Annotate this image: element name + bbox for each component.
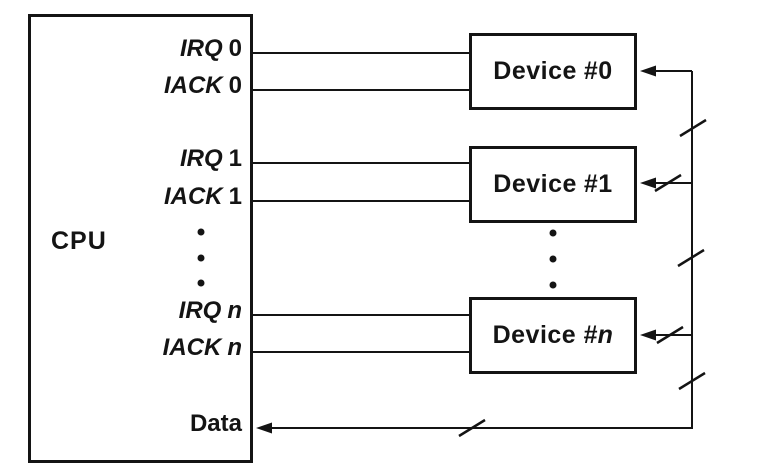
device-1-label-prefix: Device — [493, 170, 577, 198]
irqn-name: IRQ — [178, 297, 222, 324]
iackn-name: IACK — [162, 334, 222, 361]
irq1-name: IRQ — [179, 145, 223, 172]
device-0-label-prefix: Device — [493, 57, 577, 85]
device-1-label: Device#1 — [493, 170, 612, 199]
data-bus-arrowhead-cpu — [256, 422, 272, 434]
device-1-label-index: #1 — [583, 170, 613, 198]
iack1-name: IACK — [163, 183, 223, 210]
cpu-pin-label-data: Data — [190, 409, 242, 439]
bus-width-slash-icon — [677, 248, 705, 268]
irq0-index: 0 — [228, 35, 242, 62]
device-n-label-prefix: Device — [492, 321, 577, 349]
bus-width-slash-icon — [679, 118, 707, 138]
cpu-title: CPU — [51, 227, 107, 255]
device-n-label: Device#n — [493, 321, 614, 350]
iack0-name: IACK — [163, 72, 223, 99]
iack0-index: 0 — [228, 72, 242, 99]
device-1-box: Device#1 — [469, 146, 637, 223]
device-n-arrowhead — [640, 329, 656, 341]
device-0-label: Device#0 — [493, 57, 612, 86]
bus-width-slash-icon — [678, 371, 706, 391]
bus-width-slash-icon — [654, 173, 682, 193]
cpu-box — [28, 14, 253, 463]
irq1-index: 1 — [228, 145, 242, 172]
device-1-arrowhead — [640, 177, 656, 189]
device-ellipsis-icon — [549, 229, 557, 289]
irq0-name: IRQ — [179, 35, 223, 62]
device-n-label-index: #n — [583, 321, 614, 349]
iackn-index: n — [227, 334, 242, 361]
device-n-box: Device#n — [469, 297, 637, 374]
irqn-index: n — [227, 297, 242, 324]
data-bus-trunk — [268, 71, 693, 429]
bus-width-slash-icon — [458, 418, 486, 438]
data-label-text: Data — [189, 410, 242, 437]
device-0-label-index: #0 — [583, 57, 613, 85]
bus-width-slash-icon — [656, 325, 684, 345]
iack1-index: 1 — [228, 183, 242, 210]
device-0-arrowhead — [640, 65, 656, 77]
device-0-box: Device#0 — [469, 33, 637, 110]
